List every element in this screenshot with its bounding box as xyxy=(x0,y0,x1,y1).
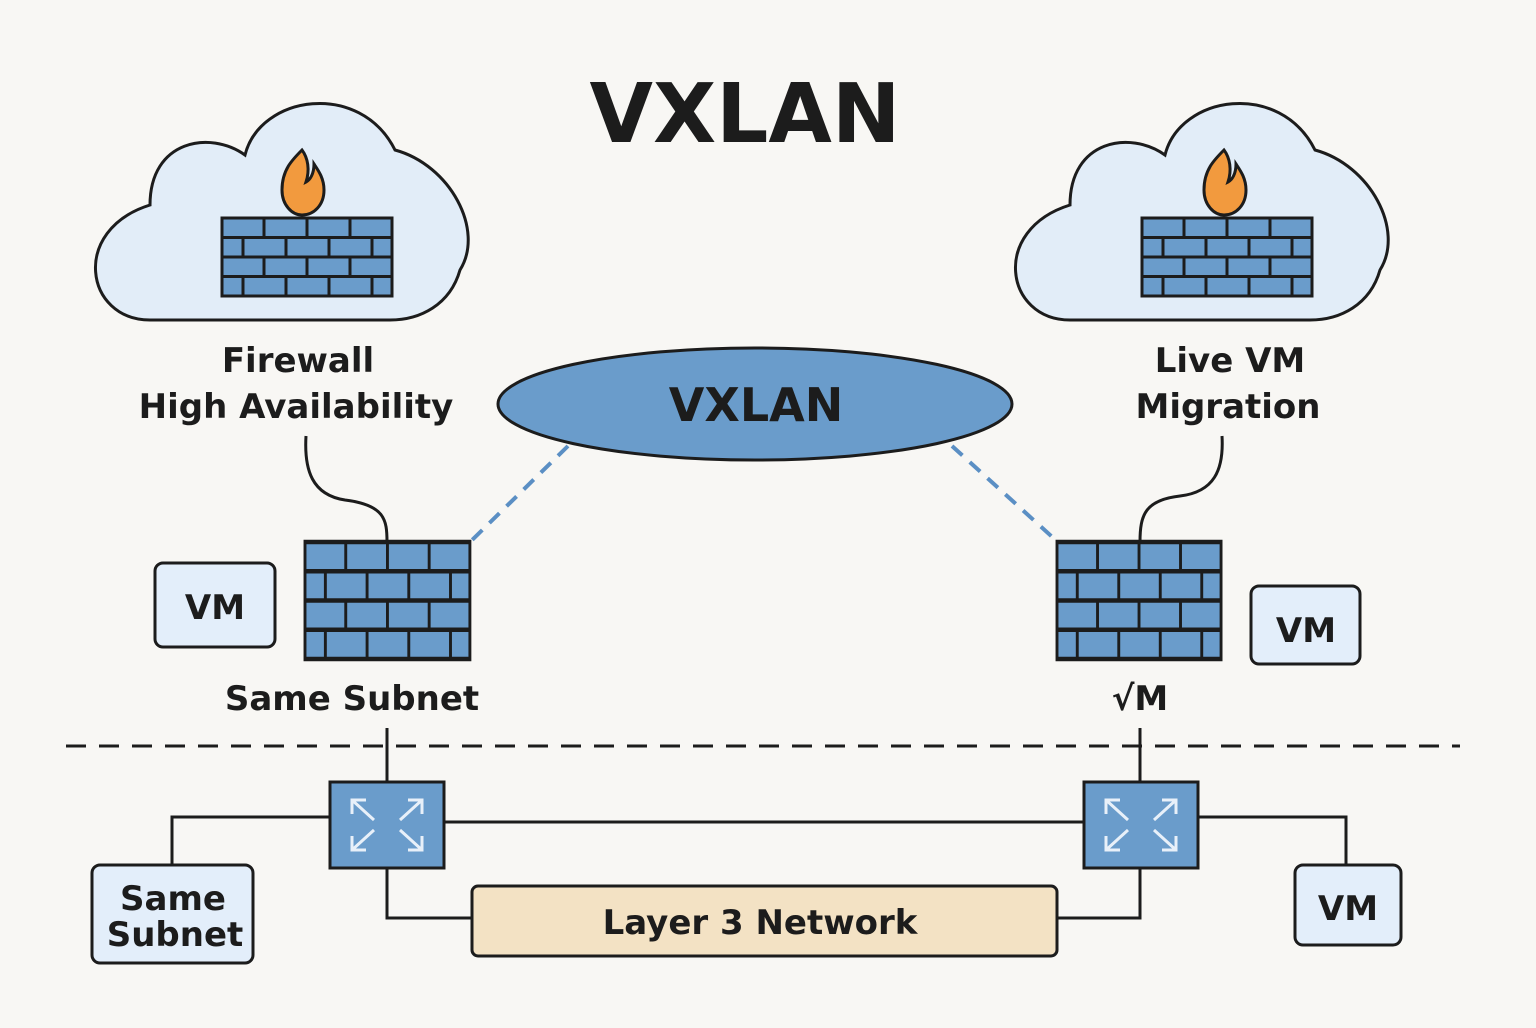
vm-label: VM xyxy=(1318,889,1378,929)
left-label-connector xyxy=(304,435,389,543)
vm-box-upper-left: VM xyxy=(153,561,277,649)
right-layer3-link xyxy=(1056,868,1142,920)
layer3-network: Layer 3 Network xyxy=(470,884,1059,958)
right-vm-link xyxy=(1197,815,1348,865)
left-firewall-icon xyxy=(305,542,470,659)
right-tunnel-link xyxy=(950,444,1062,546)
same-subnet-line2: Subnet xyxy=(107,915,244,955)
left-cloud-label-line1: Firewall xyxy=(222,341,374,381)
vm-box-upper-right: VM xyxy=(1249,584,1362,666)
layer3-label: Layer 3 Network xyxy=(603,903,919,943)
vm-box-lower-right: VM xyxy=(1293,863,1403,947)
same-subnet-line1: Same xyxy=(120,879,226,919)
left-switch-icon xyxy=(328,780,446,870)
right-firewall-icon xyxy=(1057,542,1221,659)
right-cloud-label-line2: Migration xyxy=(1135,387,1320,427)
vm-label: VM xyxy=(1276,611,1336,651)
right-firewall-label: √M xyxy=(1112,679,1169,719)
left-tunnel-link xyxy=(466,444,570,546)
vm-label: VM xyxy=(185,588,245,628)
left-cloud-firewall-icon xyxy=(220,216,394,298)
right-cloud-firewall-icon xyxy=(1140,216,1314,298)
vxlan-overlay: VXLAN xyxy=(496,346,1014,462)
left-layer3-link xyxy=(385,868,472,920)
left-cloud-label-line2: High Availability xyxy=(139,387,454,427)
right-label-connector xyxy=(1138,435,1224,543)
same-subnet-box: Same Subnet xyxy=(90,863,255,965)
vxlan-overlay-label: VXLAN xyxy=(669,378,843,432)
right-cloud-label-line1: Live VM xyxy=(1155,341,1306,381)
left-cloud xyxy=(93,101,470,322)
right-switch-icon xyxy=(1082,780,1200,870)
diagram-title: VXLAN xyxy=(589,67,900,162)
right-cloud xyxy=(1013,101,1390,322)
left-subnet-link xyxy=(170,815,330,865)
left-firewall-label: Same Subnet xyxy=(225,679,479,719)
